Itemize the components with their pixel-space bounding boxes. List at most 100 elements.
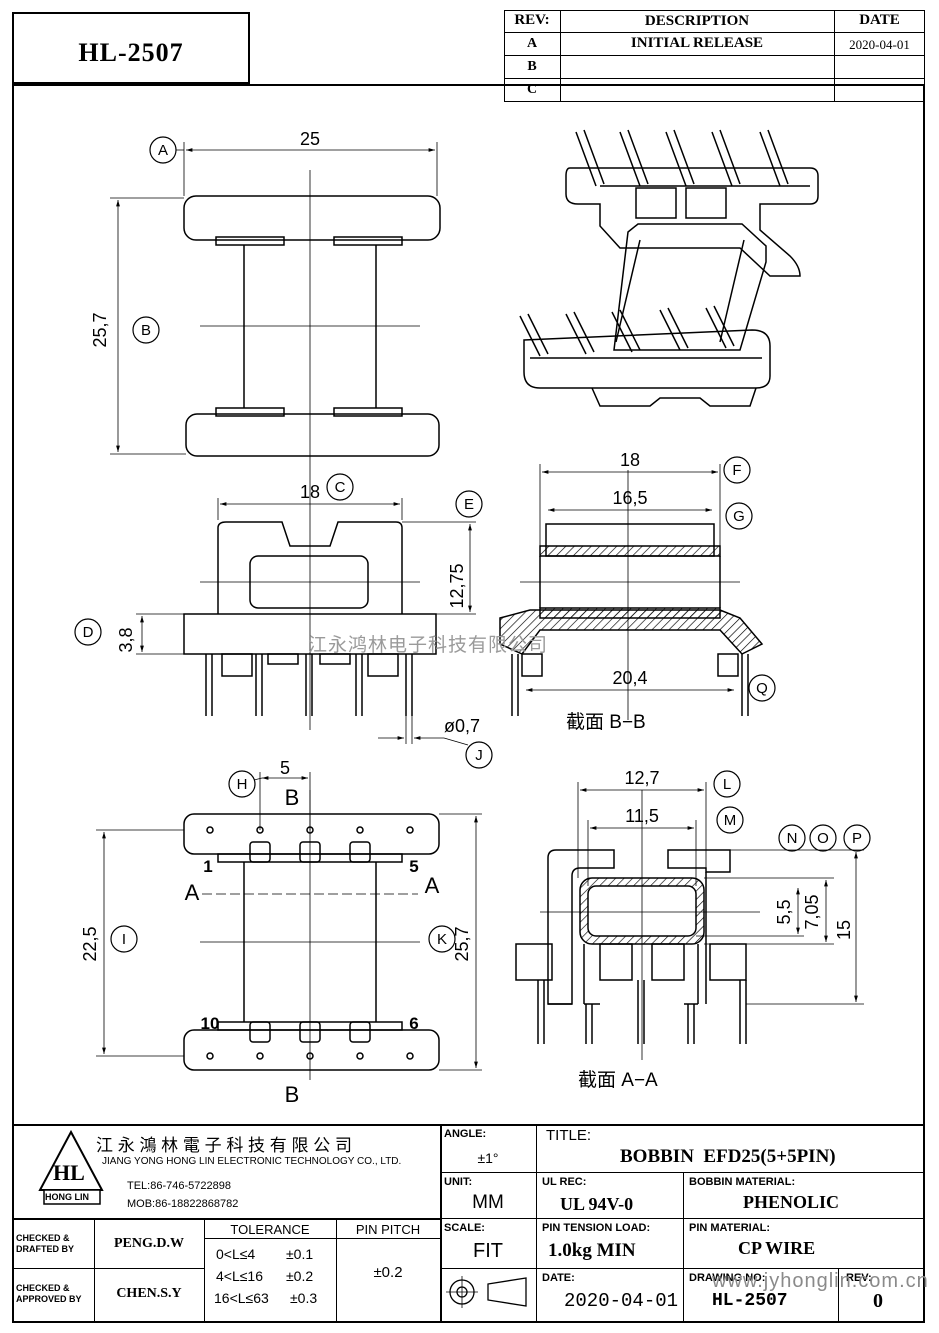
ul-rec-label: UL REC: — [542, 1176, 587, 1188]
scale-label: SCALE: — [444, 1222, 485, 1234]
section-mark-b-top: B — [285, 785, 300, 810]
dim-bottom-pitch: 5 — [280, 758, 290, 778]
drawing-no-label: DRAWING NO: — [689, 1272, 766, 1284]
pin-number-1: 1 — [203, 857, 212, 876]
company-name-en: JIANG YONG HONG LIN ELECTRONIC TECHNOLOG… — [102, 1156, 402, 1167]
company-logo — [38, 1130, 104, 1205]
dim-bottom-outer-h: 25,7 — [452, 926, 472, 961]
projection-symbol — [446, 1276, 527, 1308]
checked-approved-value: CHEN.S.Y — [116, 1286, 182, 1301]
pin-pitch-value: ±0.2 — [373, 1264, 403, 1281]
dim-bb-base: 20,4 — [612, 668, 647, 688]
company-mob: MOB:86-18822868782 — [127, 1198, 239, 1210]
callout-h: H — [237, 776, 248, 793]
logo-mark: HL — [53, 1160, 85, 1185]
title-label: TITLE: — [546, 1127, 592, 1144]
dim-aa-h2: 7,05 — [802, 894, 822, 929]
callout-l: L — [723, 776, 731, 793]
date-header: DATE — [859, 12, 900, 28]
dim-pin-dia: ø0,7 — [444, 716, 480, 736]
callout-d: D — [83, 624, 94, 641]
pin-number-6: 6 — [409, 1014, 418, 1033]
dim-aa-outer: 12,7 — [624, 768, 659, 788]
date-value: 2020-04-01 — [564, 1290, 679, 1312]
dim-aa-inner: 11,5 — [625, 806, 659, 826]
angle-label: ANGLE: — [444, 1128, 487, 1140]
dim-front-height: 12,75 — [447, 563, 467, 608]
callout-f: F — [732, 462, 741, 479]
logo-subtext: HONG LIN — [45, 1192, 89, 1202]
pin-material-value: CP WIRE — [738, 1238, 816, 1258]
section-bb-label: 截面 B−B — [566, 711, 646, 733]
unit-value: MM — [472, 1192, 504, 1213]
callout-c: C — [335, 479, 346, 496]
callout-a: A — [158, 142, 168, 159]
bobbin-material-value: PHENOLIC — [743, 1192, 840, 1212]
part-number: HL-2507 — [78, 38, 184, 67]
rev-a-date: 2020-04-01 — [849, 37, 910, 52]
checked-approved-label: CHECKED & APPROVED BY — [16, 1283, 82, 1304]
part-number-box — [12, 12, 250, 84]
callout-n: N — [787, 830, 798, 847]
dim-top-width: 25 — [300, 129, 320, 149]
title-value: BOBBIN EFD25(5+5PIN) — [620, 1146, 836, 1167]
callout-k: K — [437, 931, 447, 948]
pin-number-5: 5 — [409, 857, 418, 876]
tolerance-range-3: 16<L≤63 — [214, 1290, 269, 1306]
section-mark-b-bottom: B — [285, 1082, 300, 1107]
rev-c: C — [526, 82, 538, 97]
company-name-cn: 江 永 鴻 林 電 子 科 技 有 限 公 司 — [96, 1136, 352, 1155]
callout-circles — [74, 136, 871, 953]
top-view — [110, 142, 441, 470]
watermark-url: www.jyhonglin.com.cn — [712, 1270, 929, 1292]
drawing-no-value: HL-2507 — [712, 1291, 788, 1311]
bottom-view — [96, 772, 482, 1080]
description-header: DESCRIPTION — [644, 13, 750, 29]
bobbin-material-label: BOBBIN MATERIAL: — [689, 1176, 796, 1188]
callout-p: P — [852, 830, 862, 847]
tolerance-value-2: ±0.2 — [286, 1268, 314, 1284]
section-aa-label: 截面 A−A — [578, 1069, 658, 1091]
section-bb-view — [499, 464, 764, 720]
scale-value: FIT — [473, 1240, 503, 1262]
rev-label: REV: — [846, 1272, 872, 1284]
section-mark-a-left: A — [185, 880, 200, 905]
date-label: DATE: — [542, 1272, 575, 1284]
pin-number-10: 10 — [201, 1014, 220, 1033]
dim-bottom-inner-h: 22,5 — [80, 926, 100, 961]
rev-a: A — [526, 36, 538, 51]
tolerance-label: TOLERANCE — [230, 1222, 310, 1237]
section-mark-a-right: A — [425, 873, 440, 898]
unit-label: UNIT: — [444, 1176, 473, 1188]
isometric-view — [519, 129, 819, 407]
rev-header: REV: — [514, 12, 550, 28]
dim-bb-inner: 16,5 — [612, 488, 647, 508]
front-view — [136, 470, 476, 744]
dim-front-width: 18 — [300, 482, 320, 502]
callout-e: E — [464, 496, 474, 513]
dim-bb-outer: 18 — [620, 450, 640, 470]
rev-value: 0 — [873, 1290, 883, 1312]
callout-b: B — [141, 322, 151, 339]
rev-b: B — [527, 59, 537, 74]
callout-q: Q — [756, 680, 768, 697]
company-tel: TEL:86-746-5722898 — [127, 1180, 231, 1192]
callout-j: J — [475, 747, 483, 764]
technical-drawing: 25 25,7 18 12,75 3,8 ø0,7 18 16,5 20,4 5… — [74, 129, 871, 1107]
dim-front-base: 3,8 — [116, 627, 136, 652]
ul-rec-value: UL 94V-0 — [560, 1194, 634, 1214]
pin-tension-label: PIN TENSION LOAD: — [542, 1222, 651, 1234]
callout-i: I — [122, 931, 126, 948]
checked-drafted-label: CHECKED & DRAFTED BY — [16, 1233, 74, 1254]
dim-aa-h1: 5,5 — [774, 899, 794, 924]
pin-material-label: PIN MATERIAL: — [689, 1222, 771, 1234]
checked-drafted-value: PENG.D.W — [114, 1236, 184, 1251]
dim-top-height: 25,7 — [90, 312, 110, 347]
tolerance-value-1: ±0.1 — [286, 1246, 314, 1262]
tolerance-range-2: 4<L≤16 — [216, 1268, 264, 1284]
callout-g: G — [733, 508, 745, 525]
tolerance-range-1: 0<L≤4 — [216, 1246, 256, 1262]
pin-pitch-label: PIN PITCH — [355, 1222, 421, 1237]
section-aa-view — [515, 782, 864, 1060]
rev-a-description: INITIAL RELEASE — [630, 35, 764, 51]
